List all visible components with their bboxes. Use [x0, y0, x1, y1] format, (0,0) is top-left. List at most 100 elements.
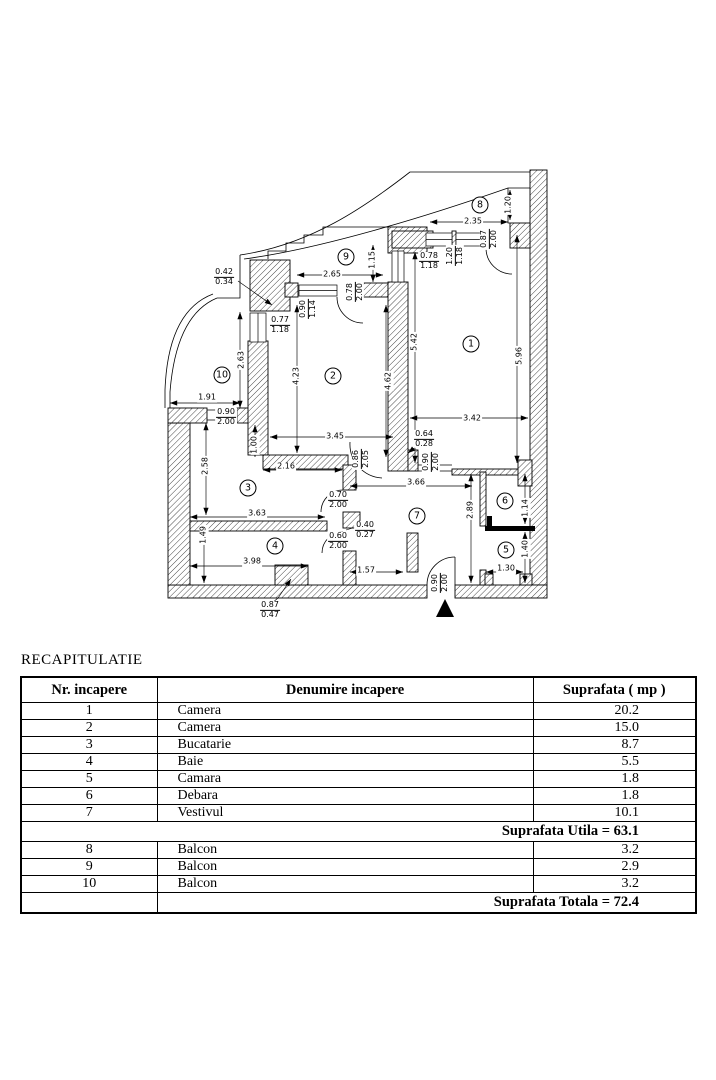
table-header-row: Nr. incapere Denumire incapere Suprafata…: [20, 676, 697, 703]
header-nr-incapere: Nr. incapere: [20, 676, 158, 703]
recap-table: Nr. incapere Denumire incapere Suprafata…: [20, 676, 697, 914]
cell-room-area: 15.0: [532, 719, 697, 737]
room-number-badge: 9: [337, 248, 355, 266]
dimension-label: 1.40: [520, 539, 531, 559]
room-number-badge: 8: [471, 196, 489, 214]
cell-room-name: Baie: [156, 753, 534, 771]
cell-room-number: 6: [20, 787, 158, 805]
total-cell: Suprafata Totala = 72.4: [156, 892, 697, 914]
cell-room-area: 3.2: [532, 875, 697, 893]
cell-room-name: Camera: [156, 702, 534, 720]
dimension-label: 1.15: [367, 250, 378, 270]
cell-room-number: 3: [20, 736, 158, 754]
room-number-badge: 4: [266, 537, 284, 555]
windows-layer: [207, 232, 487, 472]
dimension-label: 3.98: [242, 556, 262, 567]
dimension-label: 5.96: [514, 346, 525, 366]
dimension-label: 1.91: [197, 392, 217, 403]
cell-room-area: 20.2: [532, 702, 697, 720]
dimension-label: 4.62: [383, 371, 394, 391]
dimension-label: 1.14: [520, 498, 531, 518]
cell-room-number: 2: [20, 719, 158, 737]
dimension-label: 4.23: [291, 366, 302, 386]
dimension-label: 3.66: [406, 477, 426, 488]
subtotal-cell: Suprafata Utila = 63.1: [20, 821, 697, 842]
room-divider-bar: [485, 526, 535, 531]
cell-room-area: 3.2: [532, 841, 697, 859]
dimension-label: 1.20: [503, 195, 514, 215]
recap-section: RECAPITULATIE Nr. incapere Denumire inca…: [20, 652, 697, 914]
cell-room-name: Balcon: [156, 858, 534, 876]
room-number-badge: 7: [408, 507, 426, 525]
cell-room-number: 7: [20, 804, 158, 822]
entrance-marker-icon: [436, 599, 454, 617]
dimension-label: 3.45: [325, 431, 345, 442]
dimension-label: 1.57: [356, 565, 376, 576]
cell-room-area: 1.8: [532, 770, 697, 788]
cell-room-area: 10.1: [532, 804, 697, 822]
dimension-label: 3.63: [247, 508, 267, 519]
dimension-label: 2.65: [322, 269, 342, 280]
empty-cell: [20, 892, 158, 914]
table-total-row: Suprafata Utila = 63.1: [20, 821, 697, 842]
cell-room-number: 8: [20, 841, 158, 859]
room-number-badge: 1: [462, 335, 480, 353]
dimension-label: 2.35: [463, 216, 483, 227]
cell-room-number: 4: [20, 753, 158, 771]
cell-room-name: Balcon: [156, 875, 534, 893]
header-suprafata: Suprafata ( mp ): [532, 676, 697, 703]
cell-room-area: 5.5: [532, 753, 697, 771]
cell-room-name: Vestivul: [156, 804, 534, 822]
cell-room-name: Camera: [156, 719, 534, 737]
recap-title: RECAPITULATIE: [21, 652, 143, 668]
room-number-badge: 3: [239, 479, 257, 497]
dimension-label: 5.42: [409, 332, 420, 352]
table-total-row: Suprafata Totala = 72.4: [20, 892, 697, 914]
dimension-label: 2.16: [276, 461, 296, 472]
dimension-label: 1.30: [496, 563, 516, 574]
room-number-badge: 2: [324, 367, 342, 385]
cell-room-name: Balcon: [156, 841, 534, 859]
dimension-label: 2.63: [236, 350, 247, 370]
dimension-label: 1.00: [249, 435, 260, 455]
room-number-badge: 10: [213, 366, 231, 384]
cell-room-number: 1: [20, 702, 158, 720]
fixtures-layer: [436, 516, 535, 617]
dimension-label: 1.49: [198, 525, 209, 545]
cell-room-area: 8.7: [532, 736, 697, 754]
dimension-label: 2.89: [465, 500, 476, 520]
cell-room-number: 5: [20, 770, 158, 788]
room-number-badge: 5: [497, 541, 515, 559]
room-divider-stub: [487, 516, 492, 526]
room-number-badge: 6: [496, 492, 514, 510]
cell-room-area: 2.9: [532, 858, 697, 876]
cell-room-name: Debara: [156, 787, 534, 805]
cell-room-area: 1.8: [532, 787, 697, 805]
cell-room-name: Camara: [156, 770, 534, 788]
